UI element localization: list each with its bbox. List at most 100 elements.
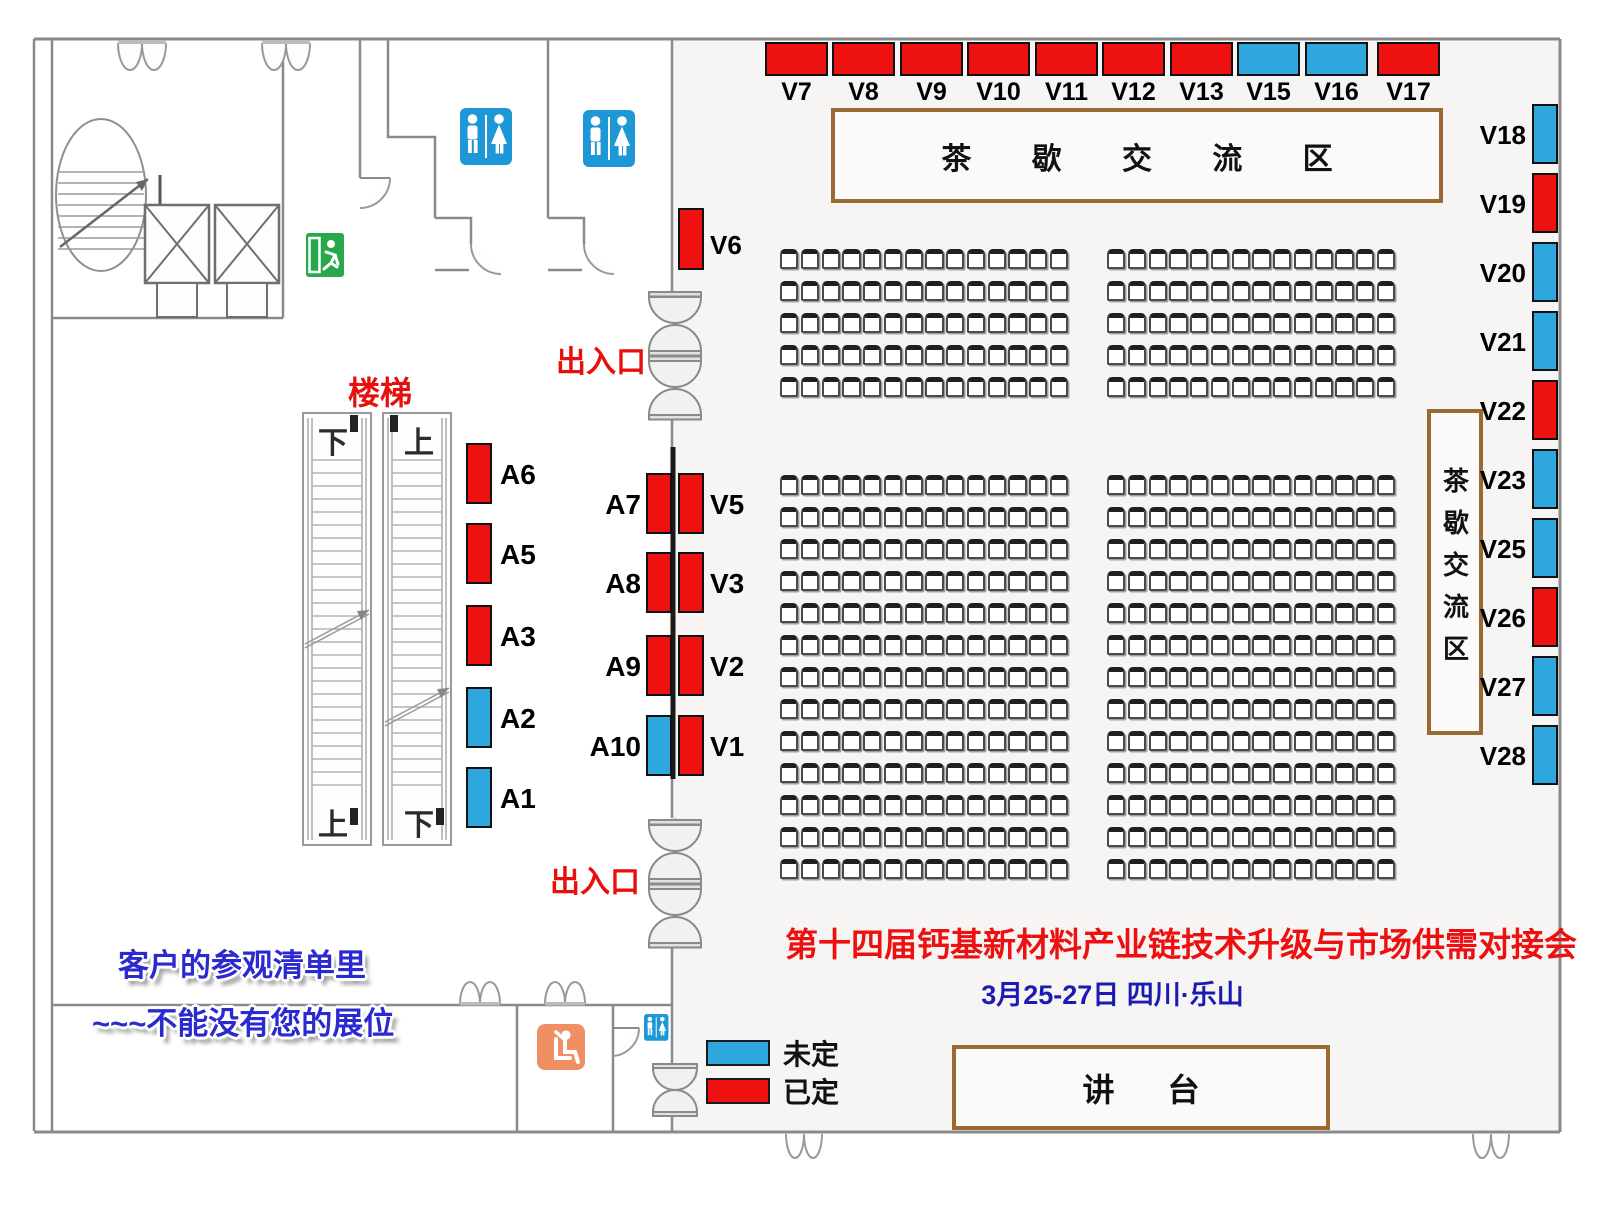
chair-icon [842, 795, 861, 815]
chair-icon [1273, 249, 1292, 269]
chair-icon [1376, 313, 1395, 333]
chair-icon [1376, 731, 1395, 751]
booth-V2 [678, 635, 704, 696]
chair-icon [946, 859, 965, 879]
chair-icon [1169, 313, 1188, 333]
chair-icon [1356, 827, 1375, 847]
chair-icon [842, 507, 861, 527]
booth-V17 [1377, 42, 1440, 76]
booth-label-V6: V6 [710, 230, 742, 260]
chair-icon [1252, 539, 1271, 559]
chair-icon [1314, 345, 1333, 365]
chair-icon [904, 603, 923, 623]
chair-icon [1335, 603, 1354, 623]
chair-icon [1190, 313, 1209, 333]
chair-icon [1314, 281, 1333, 301]
chair-row [1107, 507, 1395, 527]
chair-icon [1335, 731, 1354, 751]
chair-icon [1190, 475, 1209, 495]
chair-icon [987, 571, 1006, 591]
chair-icon [1008, 313, 1027, 333]
chair-icon [987, 795, 1006, 815]
chair-icon [1107, 475, 1126, 495]
chair-icon [1376, 859, 1395, 879]
chair-icon [821, 635, 840, 655]
chair-icon [863, 763, 882, 783]
chair-icon [1210, 859, 1229, 879]
chair-icon [821, 377, 840, 397]
stairs-label: 楼梯 [348, 375, 413, 411]
chair-icon [883, 539, 902, 559]
chair-icon [1049, 345, 1068, 365]
chair-icon [1210, 763, 1229, 783]
booth-V16 [1305, 42, 1368, 76]
chair-icon [1335, 699, 1354, 719]
chair-icon [1314, 249, 1333, 269]
chair-icon [1169, 827, 1188, 847]
chair-icon [1049, 249, 1068, 269]
booth-V1 [678, 715, 704, 776]
chair-icon [821, 795, 840, 815]
chair-icon [1293, 667, 1312, 687]
chair-row [1107, 827, 1395, 847]
chair-icon [1008, 539, 1027, 559]
chair-icon [1335, 795, 1354, 815]
chair-icon [1376, 795, 1395, 815]
chair-row [780, 313, 1068, 333]
chair-icon [1210, 507, 1229, 527]
booth-V15 [1237, 42, 1300, 76]
chair-icon [987, 859, 1006, 879]
chair-icon [1210, 827, 1229, 847]
chair-icon [1293, 763, 1312, 783]
chair-icon [1293, 507, 1312, 527]
chair-icon [1335, 827, 1354, 847]
chair-icon [842, 313, 861, 333]
chair-icon [1008, 571, 1027, 591]
booth-V6 [678, 208, 704, 270]
chair-icon [863, 635, 882, 655]
chair-icon [1029, 539, 1048, 559]
chair-row [1107, 603, 1395, 623]
chair-icon [1190, 507, 1209, 527]
chair-icon [925, 667, 944, 687]
chair-icon [966, 667, 985, 687]
chair-icon [904, 699, 923, 719]
chair-icon [904, 507, 923, 527]
chair-icon [1252, 249, 1271, 269]
chair-icon [863, 345, 882, 365]
chair-icon [966, 345, 985, 365]
booth-label-V23: V23 [1479, 465, 1526, 495]
chair-icon [966, 571, 985, 591]
booth-label-V20: V20 [1479, 258, 1526, 288]
chair-icon [1210, 571, 1229, 591]
chair-icon [1252, 763, 1271, 783]
promo-line-1: 客户的参观清单里 [118, 948, 366, 983]
chair-icon [987, 313, 1006, 333]
chair-icon [1127, 795, 1146, 815]
chair-icon [966, 507, 985, 527]
chair-icon [1314, 763, 1333, 783]
chair-icon [842, 475, 861, 495]
chair-icon [925, 699, 944, 719]
chair-icon [883, 859, 902, 879]
chair-icon [883, 281, 902, 301]
chair-icon [883, 313, 902, 333]
chair-icon [800, 345, 819, 365]
chair-icon [987, 507, 1006, 527]
chair-icon [1335, 313, 1354, 333]
chair-icon [883, 827, 902, 847]
chair-icon [1252, 795, 1271, 815]
chair-icon [800, 859, 819, 879]
chair-icon [1356, 345, 1375, 365]
chair-icon [1127, 313, 1146, 333]
chair-icon [966, 539, 985, 559]
chair-icon [1231, 603, 1250, 623]
chair-icon [1049, 539, 1068, 559]
booth-V22 [1532, 380, 1558, 440]
booth-label-V2: V2 [710, 651, 745, 682]
chair-icon [780, 475, 799, 495]
entrance-label-bottom: 出入口 [550, 866, 640, 899]
chair-icon [800, 377, 819, 397]
booth-V19 [1532, 173, 1558, 233]
chair-icon [1252, 859, 1271, 879]
